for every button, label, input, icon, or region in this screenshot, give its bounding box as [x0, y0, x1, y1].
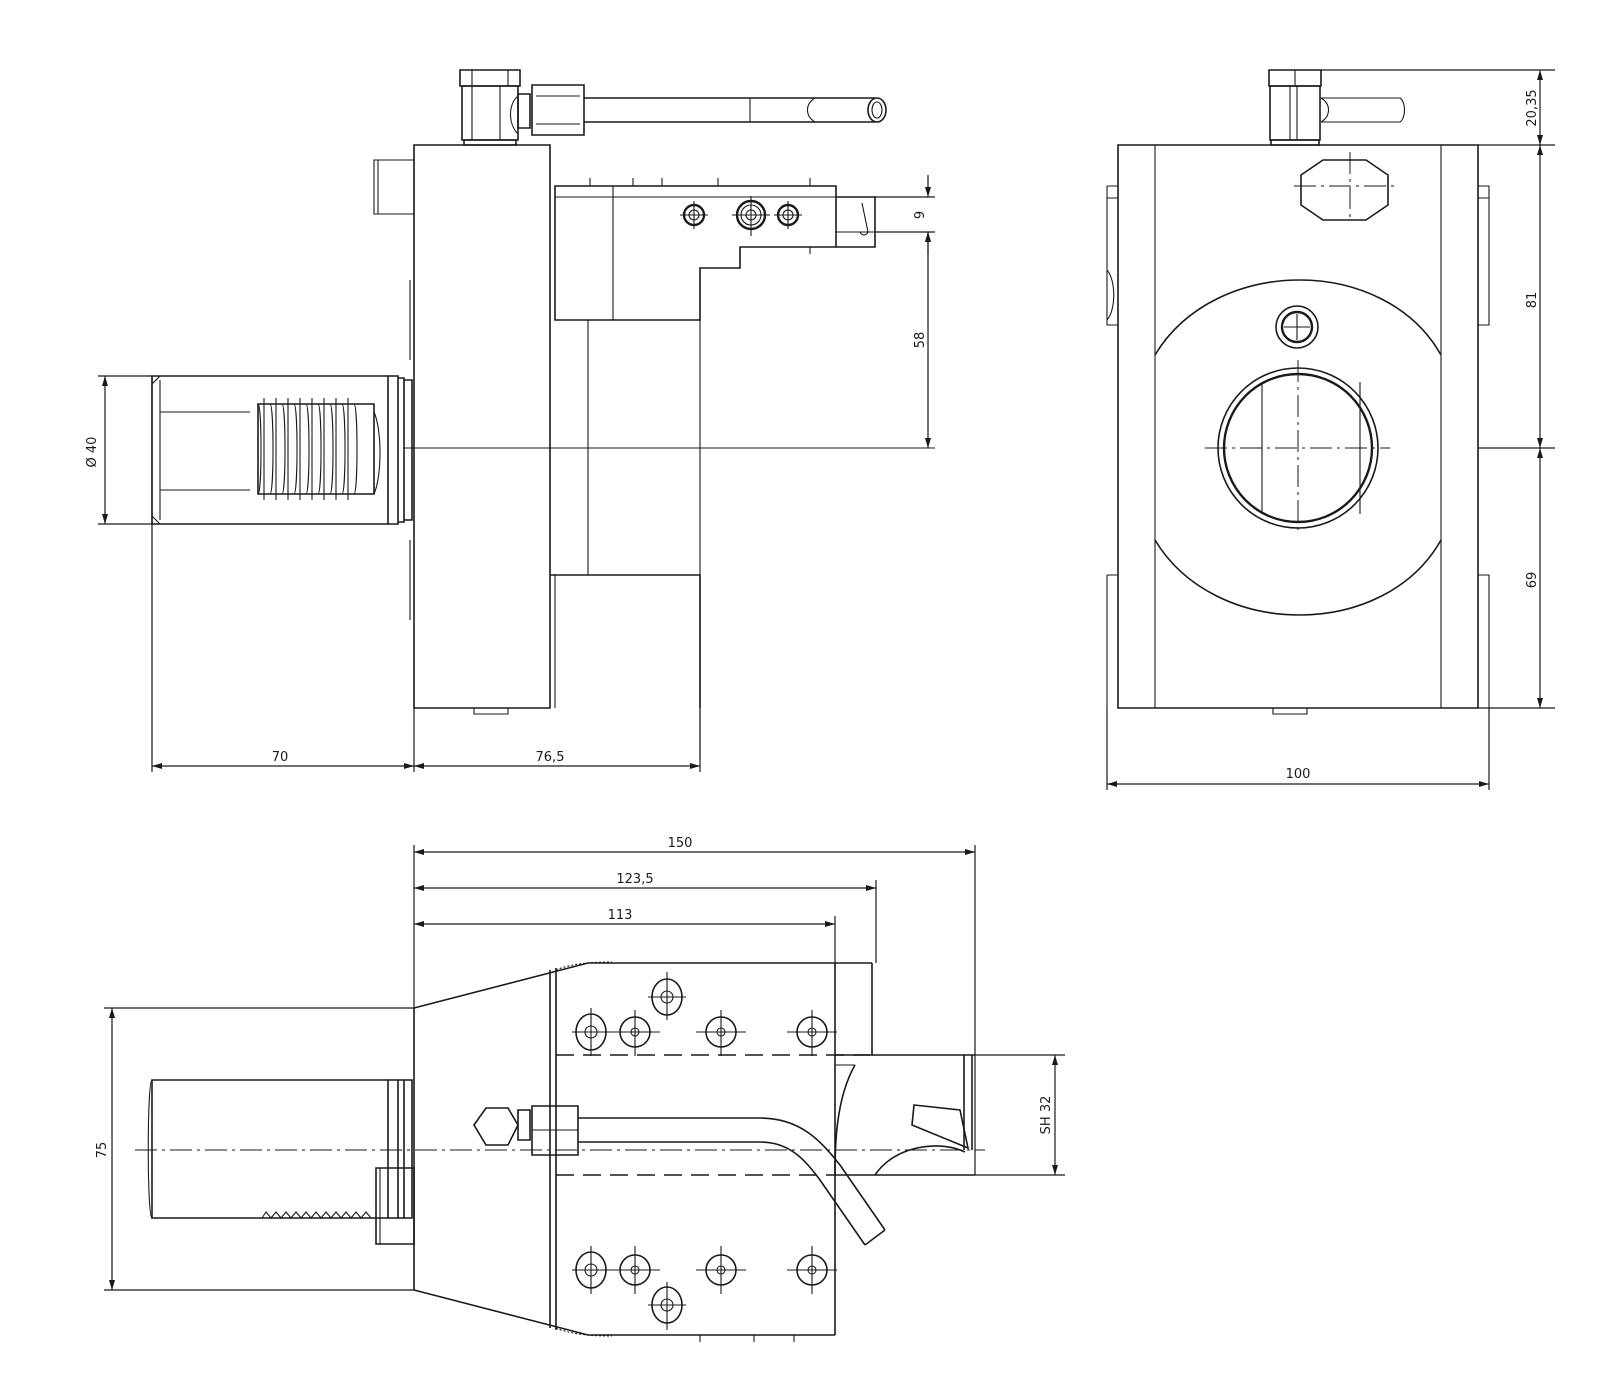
dimension-shank-length: 70 [151, 524, 415, 772]
screw-hole [610, 1010, 660, 1056]
main-body [373, 144, 551, 715]
screw-hole [610, 1246, 660, 1294]
dimension-coupling-height: 20,35 [1321, 69, 1555, 146]
top-coolant-pipe [473, 1105, 886, 1246]
top-body [413, 961, 975, 1342]
dim-label-body-width: 75 [95, 1142, 110, 1159]
screw-hole [787, 1010, 837, 1056]
dim-label-center-height: 58 [913, 332, 928, 349]
screw-hole [648, 972, 686, 1020]
dimension-center-height: 58 [913, 232, 931, 448]
plug-screw [1275, 305, 1319, 349]
dim-label-body-to-tool: 76,5 [536, 750, 565, 765]
coolant-port [1294, 152, 1395, 222]
dimension-shank-height: SH 32 [975, 1054, 1065, 1176]
shank-thread [257, 398, 358, 500]
dim-label-coupling-height: 20,35 [1525, 89, 1540, 126]
dim-label-shank-height: SH 32 [1039, 1096, 1054, 1135]
dimension-lower-height: 69 [1478, 448, 1555, 709]
tool-block [550, 178, 876, 760]
side-view: Ø 40 70 76,5 9 58 [85, 69, 935, 772]
dimension-length-3: 113 [414, 908, 836, 963]
top-shank [147, 1079, 415, 1245]
screw-holes [680, 196, 802, 236]
top-view: 150 123,5 113 75 SH 32 [95, 836, 1065, 1342]
dimension-body-to-tool: 76,5 [414, 708, 701, 772]
top-screws [572, 972, 837, 1330]
screw-hole [572, 1246, 610, 1294]
dim-label-diameter: Ø 40 [85, 437, 100, 468]
dim-label-tool-height: 9 [913, 211, 928, 219]
dimension-body-width: 75 [95, 1007, 414, 1291]
dim-label-width: 100 [1286, 767, 1311, 782]
dim-label-shank-length: 70 [272, 750, 289, 765]
screw-hole [787, 1246, 837, 1294]
dim-label-length-2: 123,5 [616, 872, 653, 887]
dim-label-length-3: 113 [608, 908, 633, 923]
front-view: 20,35 81 69 100 [1106, 69, 1555, 790]
dim-label-lower-height: 69 [1525, 572, 1540, 589]
shank [151, 375, 413, 525]
dimension-length-2: 123,5 [414, 872, 877, 963]
screw-hole [572, 1008, 610, 1056]
front-coupling [1268, 69, 1406, 146]
dim-label-upper-height: 81 [1525, 292, 1540, 309]
front-body [1106, 144, 1490, 715]
dimension-shank-diameter: Ø 40 [85, 375, 152, 525]
screw-hole [696, 1246, 746, 1294]
dimension-tool-height: 9 [875, 175, 935, 254]
coolant-coupling [459, 69, 887, 146]
dimension-width: 100 [1106, 708, 1490, 790]
dim-label-overall-length: 150 [668, 836, 693, 851]
screw-hole [648, 1282, 686, 1330]
screw-hole [696, 1010, 746, 1056]
dimension-overall-length: 150 [413, 836, 976, 1175]
